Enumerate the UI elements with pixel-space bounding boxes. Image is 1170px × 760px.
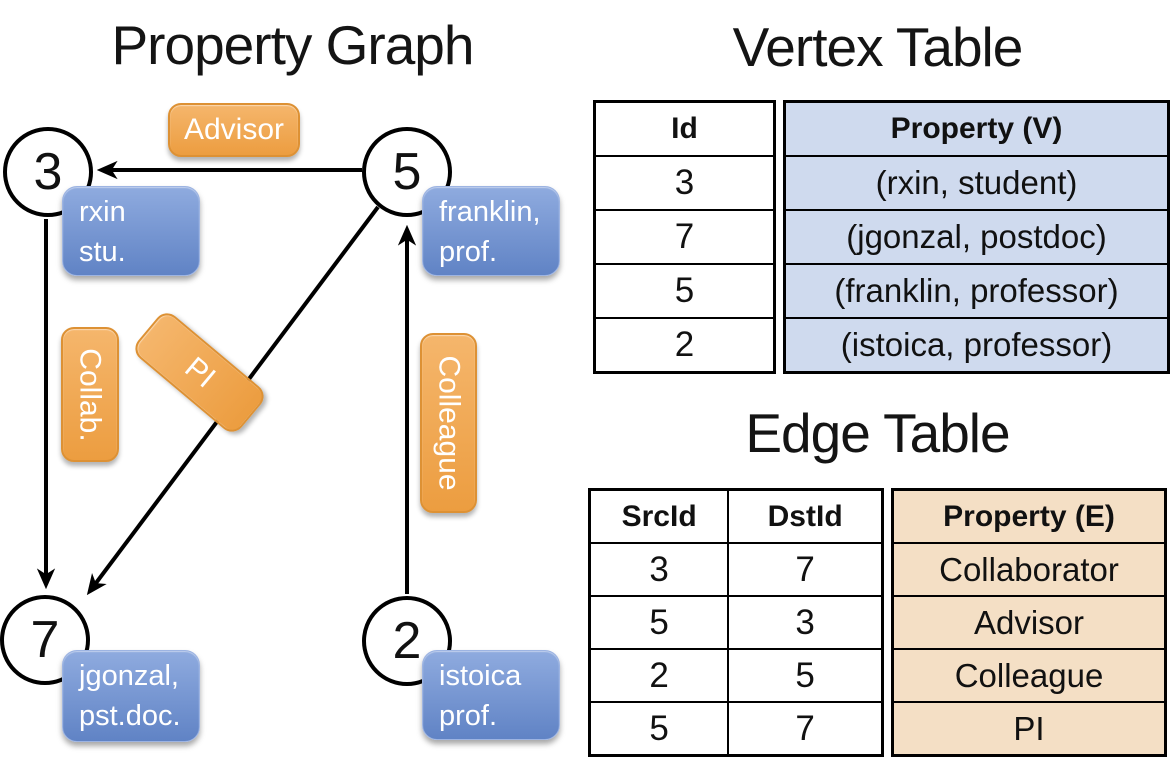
table-cell-srcid: 2 [649,655,669,695]
table-row: 2 5 [591,648,881,701]
vertex-table-property-column: Property (V) (rxin, student) (jgonzal, p… [783,100,1170,374]
table-header-row: SrcId DstId [591,491,881,542]
table-cell-property: Colleague [894,648,1164,701]
property-graph-title: Property Graph [111,14,474,76]
table-cell-property: Collaborator [894,542,1164,595]
column-header-property-v: Property (V) [890,112,1063,145]
edge-label-text: Colleague [432,355,466,491]
table-cell-property: (jgonzal, postdoc) [786,209,1167,263]
table-cell-property: Advisor [894,595,1164,648]
edge-label-colleague: Colleague [420,333,477,513]
table-cell-property: (rxin, student) [786,155,1167,209]
vertex-property-line: jgonzal, [79,660,179,692]
column-header-property-e: Property (E) [943,499,1115,533]
vertex-property-line: istoica [439,660,522,692]
table-cell-property: (franklin, professor) [786,263,1167,317]
vertex-table: Id 3 7 5 2 Property (V) (rxin, student) … [593,100,1170,374]
edge-table-id-columns: SrcId DstId 3 7 5 3 2 5 5 7 [588,488,884,757]
edge-label-collab: Collab. [61,327,119,462]
property-graph-panel: Property Graph 3 5 7 2 rxin stu. frankli… [0,14,560,742]
table-row: 5 7 [591,701,881,754]
edge-table: SrcId DstId 3 7 5 3 2 5 5 7 Property (E)… [588,488,1167,757]
vertex-property-line: franklin, [439,196,541,228]
vertex-property-line: stu. [79,236,126,268]
vertex-property-box-rxin: rxin stu. [62,186,200,276]
vertex-id-label: 2 [392,612,422,670]
vertex-table-id-column: Id 3 7 5 2 [593,100,776,374]
table-cell-dstid: 7 [727,703,881,754]
table-cell-id: 3 [596,155,773,209]
edge-label-text: PI [178,350,222,394]
vertex-property-line: prof. [439,236,498,268]
table-cell-id: 7 [596,209,773,263]
column-header-id: Id [671,112,698,145]
tables-panel: Vertex Table Id 3 7 5 2 Property (V) (rx… [585,0,1170,760]
vertex-id-label: 5 [392,143,422,201]
vertex-property-box-istoica: istoica prof. [422,650,560,740]
table-cell-property: (istoica, professor) [786,317,1167,371]
edge-table-property-column: Property (E) Collaborator Advisor Collea… [891,488,1167,757]
table-row: 3 7 [591,542,881,595]
vertex-node-5: 5 [362,127,452,217]
vertex-table-title: Vertex Table [732,16,1024,78]
table-cell-id: 2 [596,317,773,371]
table-cell-dstid: 5 [727,650,881,701]
table-cell-property: PI [894,701,1164,754]
vertex-id-label: 3 [33,143,63,201]
vertex-property-box-jgonzal: jgonzal, pst.doc. [62,650,200,742]
vertex-node-2: 2 [362,596,452,686]
column-header-dstid: DstId [727,491,881,542]
vertex-id-label: 7 [30,611,60,669]
table-cell-srcid: 5 [649,602,669,642]
edge-table-title: Edge Table [745,402,1010,464]
vertex-property-box-franklin: franklin, prof. [422,186,560,276]
edge-label-text: Collab. [74,347,108,442]
edge-label-advisor: Advisor [168,103,300,157]
table-cell-dstid: 3 [727,597,881,648]
vertex-property-line: pst.doc. [79,700,181,732]
vertex-property-line: prof. [439,700,498,732]
table-cell-srcid: 5 [649,708,669,748]
edge-label-text: Advisor [183,113,285,146]
table-row: 5 3 [591,595,881,648]
table-cell-srcid: 3 [649,549,669,589]
table-cell-dstid: 7 [727,544,881,595]
column-header-srcid: SrcId [621,499,697,533]
vertex-property-line: rxin [79,196,126,228]
table-cell-id: 5 [596,263,773,317]
